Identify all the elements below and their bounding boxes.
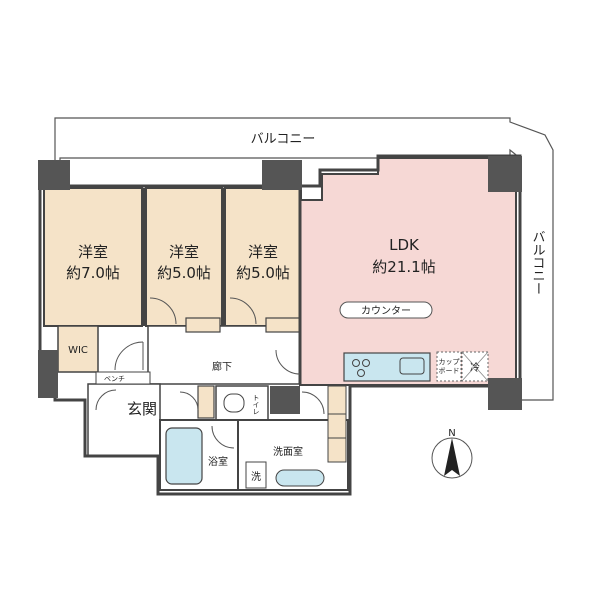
- washer-label: 洗: [251, 471, 261, 483]
- closet-b: [327, 413, 347, 439]
- room1-size: 約7.0帖: [66, 264, 120, 282]
- wic-label: WIC: [68, 345, 88, 356]
- bathtub: [165, 427, 203, 485]
- counter-label: カウンター: [361, 305, 411, 317]
- door-arc-room2: [149, 297, 177, 325]
- washroom-label: 洗面室: [273, 445, 303, 458]
- bench-label: ベンチ: [104, 375, 125, 383]
- stove-burner-2: [362, 359, 370, 367]
- bench: [95, 371, 151, 385]
- pillar-top-left: [38, 160, 70, 190]
- room3-closet: [265, 317, 301, 333]
- stove-burner-3: [357, 369, 365, 377]
- closet-c: [327, 437, 347, 463]
- room1-floor: [43, 187, 143, 327]
- toilet-room: [215, 385, 269, 421]
- room2-name: 洋室: [169, 243, 199, 261]
- toilet-label: トイレ: [252, 394, 260, 415]
- pillar-left-wall: [38, 350, 58, 398]
- toilet-bowl: [223, 393, 245, 413]
- hallway-floor: [147, 325, 301, 385]
- door-arc-washroom: [301, 391, 325, 415]
- fridge-cross-2: [461, 351, 489, 382]
- room3-name: 洋室: [248, 243, 278, 261]
- balcony-right-label: バルコニー: [530, 230, 546, 295]
- hallway-label: 廊下: [212, 360, 232, 373]
- shoe-shelf: [197, 385, 215, 419]
- washer-space: [245, 461, 267, 489]
- pillar-top-right: [488, 156, 522, 192]
- wash-basin: [275, 469, 325, 487]
- room3-size: 約5.0帖: [236, 264, 290, 282]
- ldk-name: LDK: [389, 236, 420, 254]
- kitchen-counter: [343, 352, 431, 382]
- pillar-bottom-right: [488, 378, 522, 410]
- counter-pill: [339, 301, 433, 319]
- entrance-floor: [87, 383, 161, 457]
- door-arc-room1: [114, 341, 144, 371]
- bath-label: 浴室: [208, 455, 228, 468]
- sink: [399, 357, 425, 375]
- room3-floor: [224, 187, 302, 327]
- stove-burner-1: [352, 359, 360, 367]
- pillar-top-mid: [262, 160, 302, 190]
- room2-closet: [185, 317, 221, 333]
- closet-a: [327, 385, 347, 415]
- room2-size: 約5.0帖: [157, 264, 211, 282]
- wic-floor: [57, 325, 99, 373]
- door-arc-ldk: [275, 349, 301, 375]
- fridge-label: 冷: [470, 361, 480, 374]
- door-arc-entrance-2: [179, 391, 199, 411]
- room1-name: 洋室: [78, 243, 108, 261]
- entrance-label: 玄関: [127, 400, 157, 418]
- door-arc-entrance-1: [95, 389, 117, 411]
- ldk-size: 約21.1帖: [372, 258, 435, 276]
- door-arc-bath: [211, 425, 235, 449]
- door-arc-room3: [229, 297, 257, 325]
- north-label: N: [448, 428, 455, 439]
- balcony-top-label: バルコニー: [251, 132, 316, 147]
- cupboard: [436, 351, 462, 382]
- pillar-toilet: [270, 386, 300, 414]
- cupboard-label-2: ボード: [439, 367, 460, 375]
- cupboard-label-1: カップ: [439, 358, 460, 366]
- north-arrow-icon: [444, 438, 460, 476]
